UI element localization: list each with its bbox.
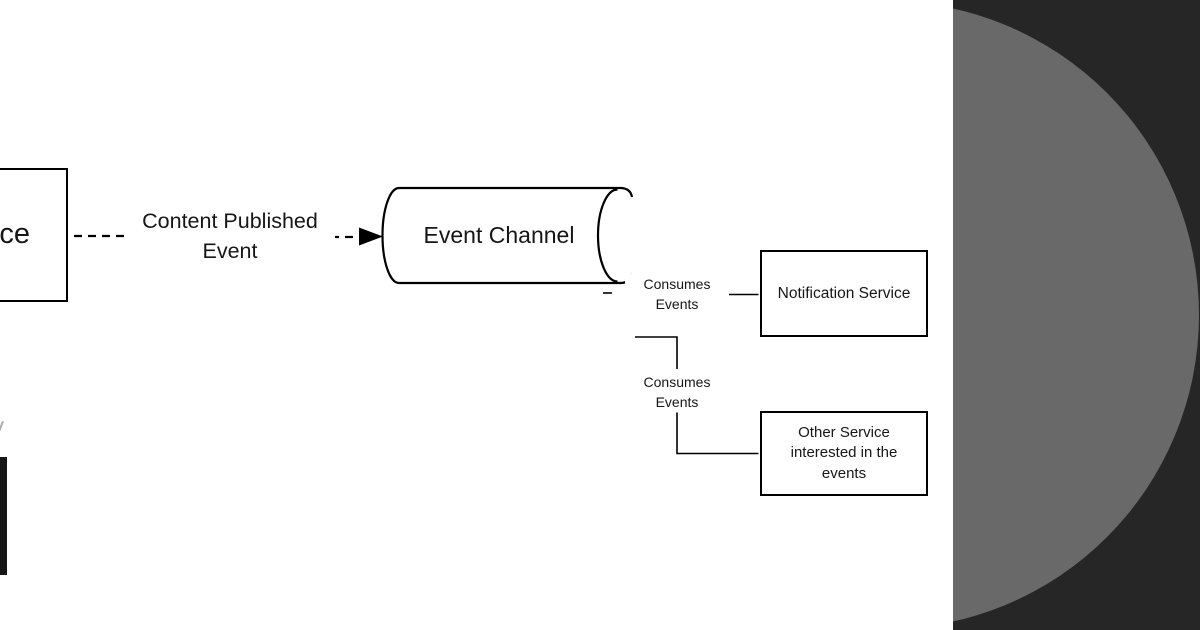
decorative-circle xyxy=(953,1,1199,629)
cylinder-left-cap xyxy=(381,186,400,285)
consumer2-edge-lower xyxy=(676,412,759,455)
cylinder-right-face xyxy=(596,188,618,283)
cylinder-top-edge xyxy=(399,186,634,198)
publish-edge-label: Content Published Event xyxy=(125,206,335,266)
dark-side-panel xyxy=(953,0,1200,630)
consumer1-edge-label: Consumes Events xyxy=(625,274,729,314)
consumer2-edge-upper xyxy=(635,336,678,369)
consumer2-edge-label: Consumes Events xyxy=(625,372,729,412)
arrowhead-icon xyxy=(359,227,383,246)
source-service-box: ce xyxy=(0,168,68,302)
event-channel-label: Event Channel xyxy=(423,222,575,248)
notification-service-box: Notification Service xyxy=(760,250,928,337)
source-service-label: ce xyxy=(0,217,30,250)
other-service-box: Other Service interested in the events xyxy=(760,411,928,496)
cropped-shape-fragment xyxy=(0,457,7,575)
